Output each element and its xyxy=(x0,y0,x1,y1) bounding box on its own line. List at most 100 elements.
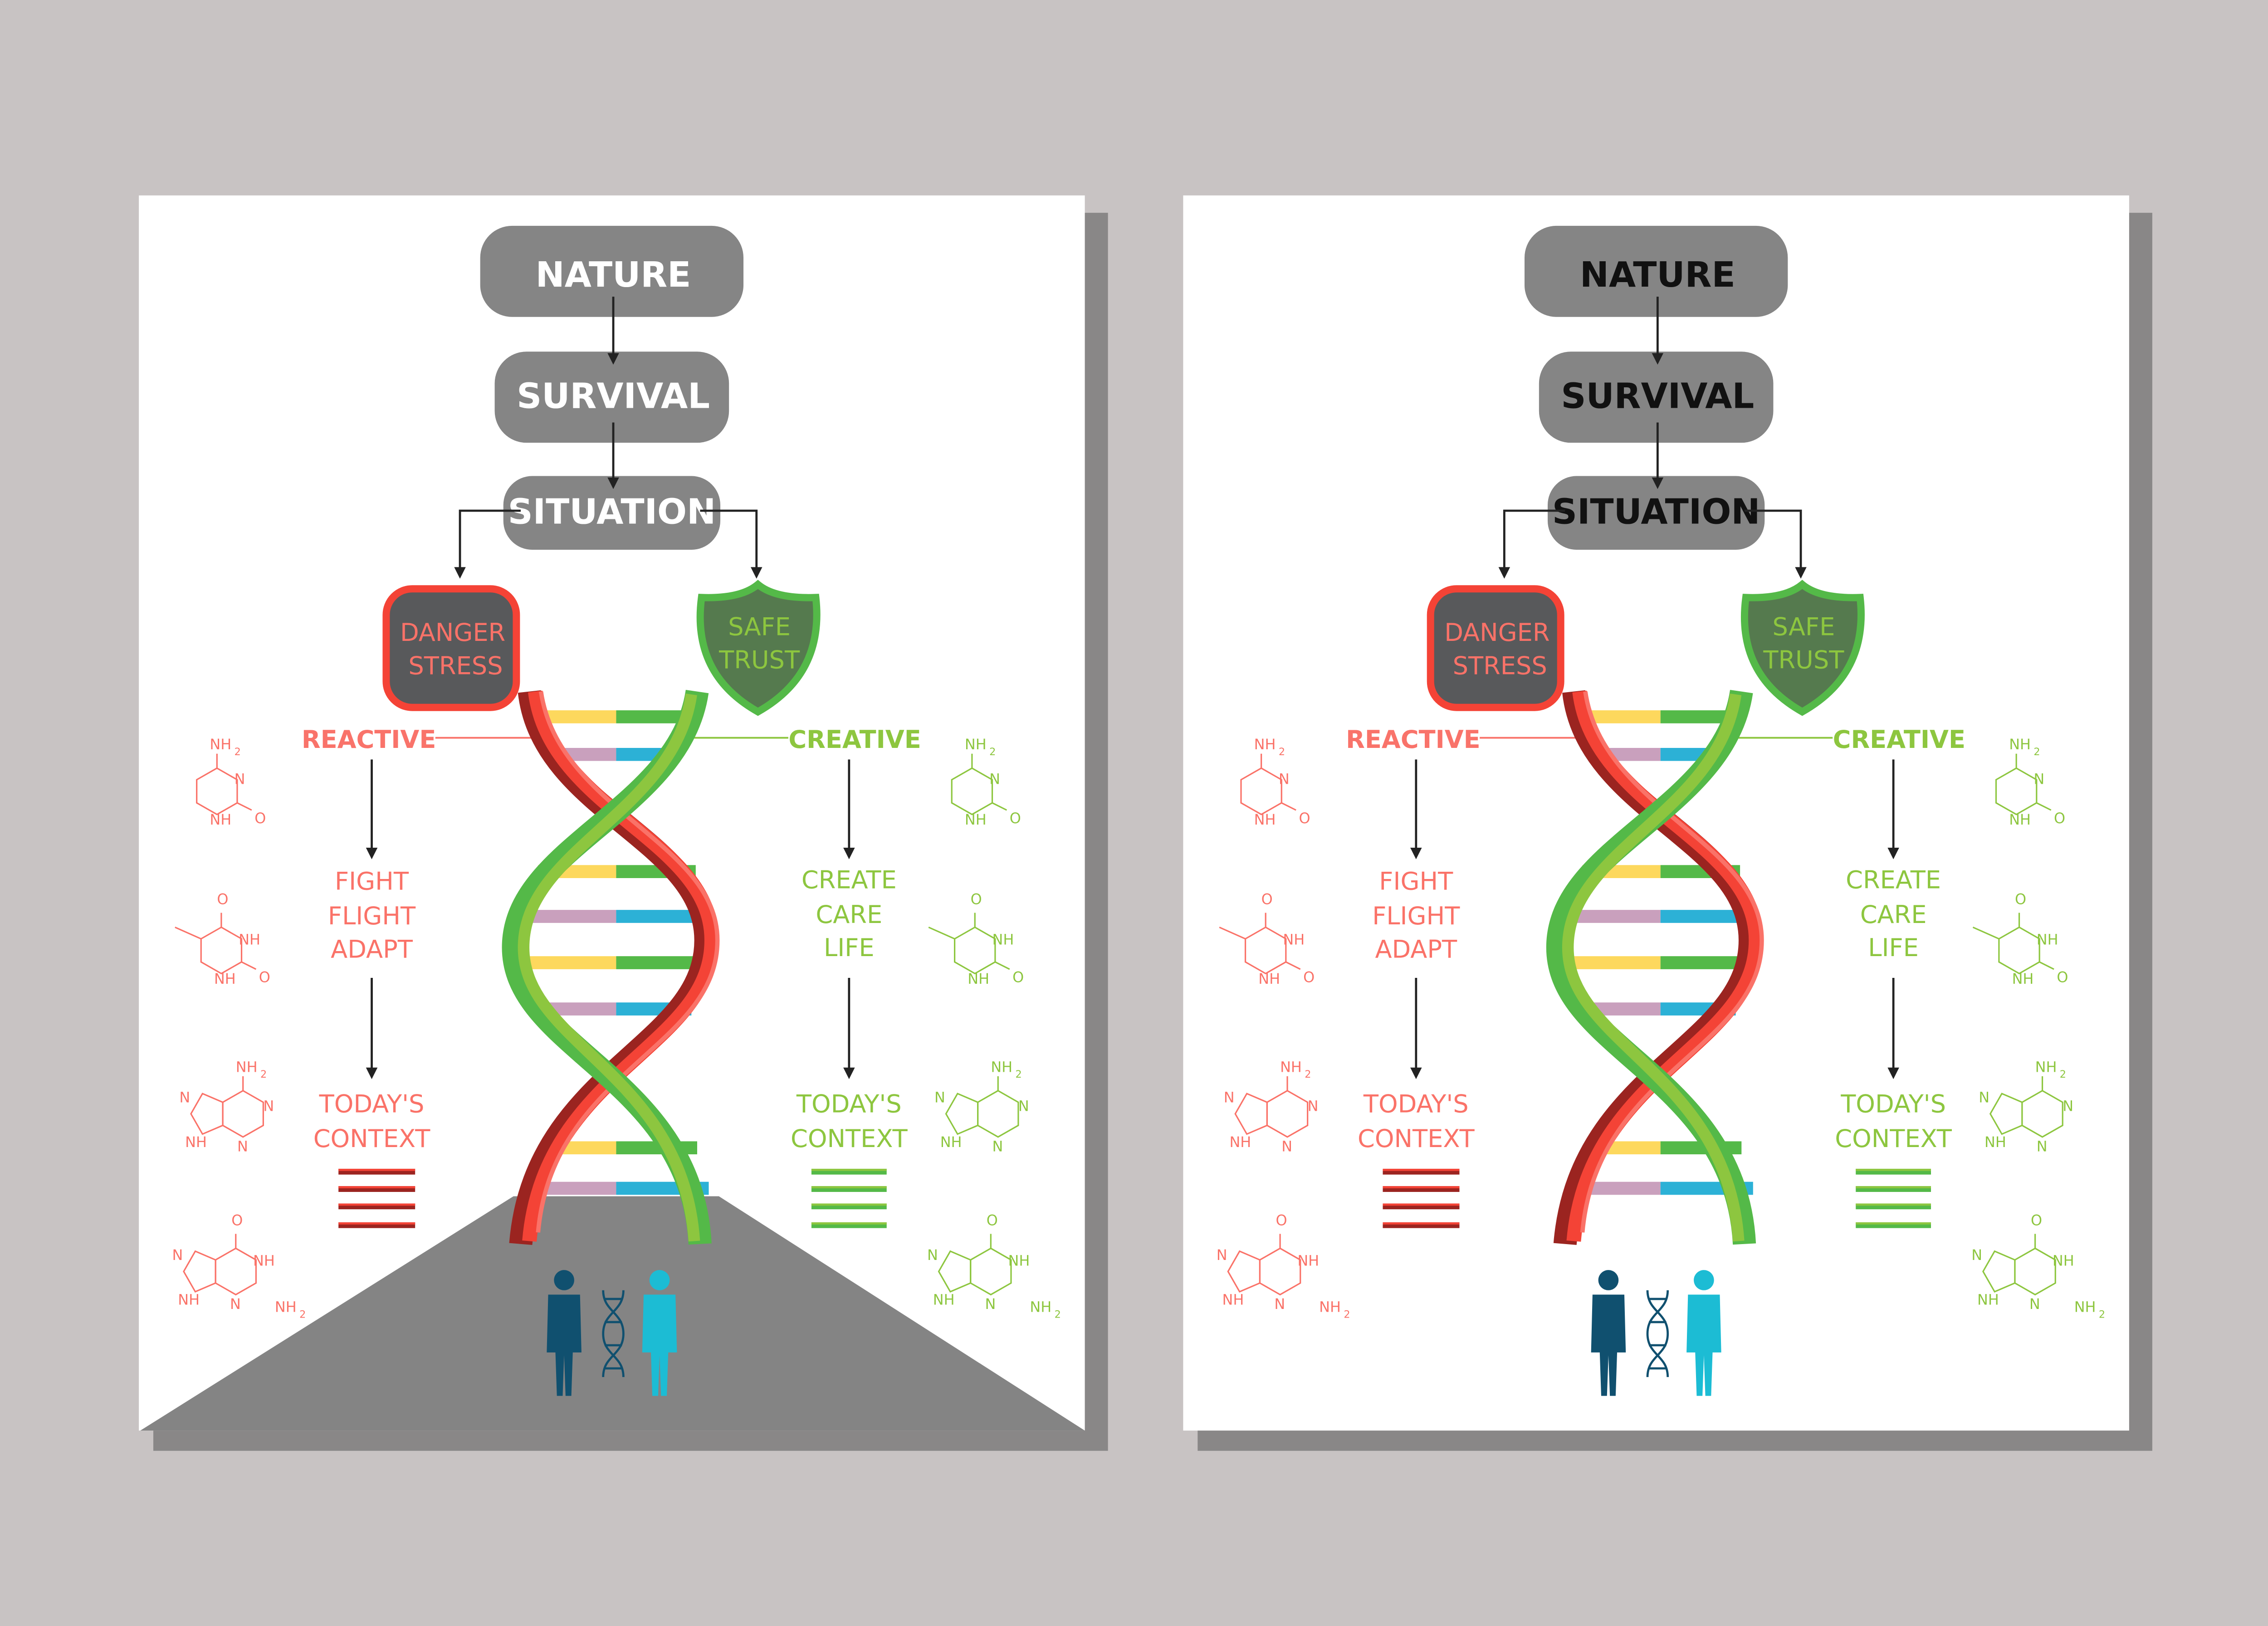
context-line-2: CONTEXT xyxy=(313,1124,431,1153)
nature-box: NATURE xyxy=(480,225,744,317)
context-line-2: CONTEXT xyxy=(1835,1124,1952,1153)
arrowheads xyxy=(366,353,855,1079)
svg-text:O: O xyxy=(231,1211,243,1229)
safe-label: SAFE xyxy=(728,612,791,641)
svg-text:N: N xyxy=(1281,1138,1292,1155)
svg-text:2: 2 xyxy=(1344,1309,1350,1320)
svg-text:2: 2 xyxy=(1055,1309,1061,1320)
svg-text:N: N xyxy=(1224,1089,1235,1106)
svg-text:2: 2 xyxy=(2033,746,2040,758)
small-dna-icon xyxy=(1646,1290,1669,1377)
svg-text:NH: NH xyxy=(2009,736,2031,753)
svg-text:NH: NH xyxy=(239,931,260,948)
danger-label: DANGER xyxy=(400,618,505,647)
svg-text:N: N xyxy=(1018,1097,1029,1114)
response-life: LIFE xyxy=(824,933,875,962)
creative-heading: CREATIVE xyxy=(788,725,921,754)
context-line-2: CONTEXT xyxy=(1358,1124,1475,1153)
green-bars xyxy=(1856,1168,1931,1228)
svg-text:O: O xyxy=(2031,1211,2042,1229)
svg-text:2: 2 xyxy=(235,746,241,758)
svg-text:N: N xyxy=(172,1246,183,1264)
svg-text:NH: NH xyxy=(1977,1291,1999,1309)
reactive-heading: REACTIVE xyxy=(1346,725,1481,754)
svg-text:NH: NH xyxy=(965,736,987,753)
context-line-1: TODAY'S xyxy=(1363,1090,1469,1118)
response-life: LIFE xyxy=(1868,933,1919,962)
shield-icon xyxy=(1741,580,1865,716)
svg-text:NH: NH xyxy=(1283,931,1305,948)
danger-stress-box: DANGER STRESS xyxy=(1427,585,1564,711)
poster-right: NATURE SURVIVAL SITUATION xyxy=(1183,195,2152,1451)
response-create: CREATE xyxy=(802,865,897,894)
svg-text:2: 2 xyxy=(1305,1069,1311,1080)
safe-trust-shield: SAFE TRUST xyxy=(1741,580,1865,716)
flow-arrows xyxy=(1415,297,1895,1071)
svg-text:NH: NH xyxy=(933,1291,955,1309)
svg-text:O: O xyxy=(1012,969,1024,986)
flow-arrows xyxy=(371,297,850,1071)
shield-icon xyxy=(696,580,821,716)
stress-label: STRESS xyxy=(1453,651,1547,680)
poster-left: NATURE SURVIVAL SITUATION xyxy=(139,195,1108,1451)
svg-text:NH: NH xyxy=(210,736,231,753)
red-bars xyxy=(1383,1168,1460,1228)
svg-text:N: N xyxy=(1217,1246,1227,1264)
creative-heading: CREATIVE xyxy=(1833,725,1965,754)
svg-text:NH: NH xyxy=(1222,1291,1244,1309)
svg-text:O: O xyxy=(2015,890,2026,908)
safe-trust-shield: SAFE TRUST xyxy=(696,580,821,716)
svg-text:NH: NH xyxy=(1258,970,1280,987)
person-dark-icon xyxy=(1591,1270,1626,1396)
svg-text:O: O xyxy=(1010,810,1021,827)
danger-label: DANGER xyxy=(1444,618,1549,647)
svg-text:N: N xyxy=(2033,771,2044,788)
svg-text:NH: NH xyxy=(253,1252,275,1270)
reactive-heading: REACTIVE xyxy=(302,725,436,754)
arrowheads xyxy=(1410,353,1899,1079)
svg-text:NH: NH xyxy=(965,811,987,828)
svg-text:2: 2 xyxy=(2060,1069,2066,1080)
svg-text:NH: NH xyxy=(992,931,1014,948)
svg-text:NH: NH xyxy=(1030,1299,1051,1316)
svg-text:O: O xyxy=(1303,969,1315,986)
svg-text:N: N xyxy=(1274,1295,1285,1313)
nature-label: NATURE xyxy=(1580,255,1735,295)
response-fight: FIGHT xyxy=(1379,867,1453,896)
svg-text:NH: NH xyxy=(1984,1133,2006,1151)
situation-label: SITUATION xyxy=(508,492,716,532)
nature-box: NATURE xyxy=(1524,225,1788,317)
svg-text:NH: NH xyxy=(2012,970,2034,987)
trust-label: TRUST xyxy=(1763,646,1844,674)
context-line-1: TODAY'S xyxy=(319,1090,425,1118)
svg-text:O: O xyxy=(1276,1211,1287,1229)
svg-text:O: O xyxy=(217,890,228,908)
svg-text:NH: NH xyxy=(275,1299,297,1316)
safe-label: SAFE xyxy=(1772,612,1835,641)
svg-text:2: 2 xyxy=(1016,1069,1022,1080)
svg-text:O: O xyxy=(971,890,982,908)
svg-text:NH: NH xyxy=(1254,736,1276,753)
svg-text:N: N xyxy=(985,1295,996,1313)
svg-text:N: N xyxy=(927,1246,938,1264)
svg-text:N: N xyxy=(2037,1138,2048,1155)
svg-text:N: N xyxy=(2063,1097,2073,1114)
survival-box: SURVIVAL xyxy=(1539,352,1774,443)
small-dna-icon xyxy=(602,1290,625,1377)
response-flight: FLIGHT xyxy=(1372,902,1460,930)
svg-text:NH: NH xyxy=(2053,1252,2074,1270)
person-light-icon xyxy=(1686,1270,1721,1396)
svg-text:NH: NH xyxy=(210,811,231,828)
danger-stress-box: DANGER STRESS xyxy=(382,585,520,711)
